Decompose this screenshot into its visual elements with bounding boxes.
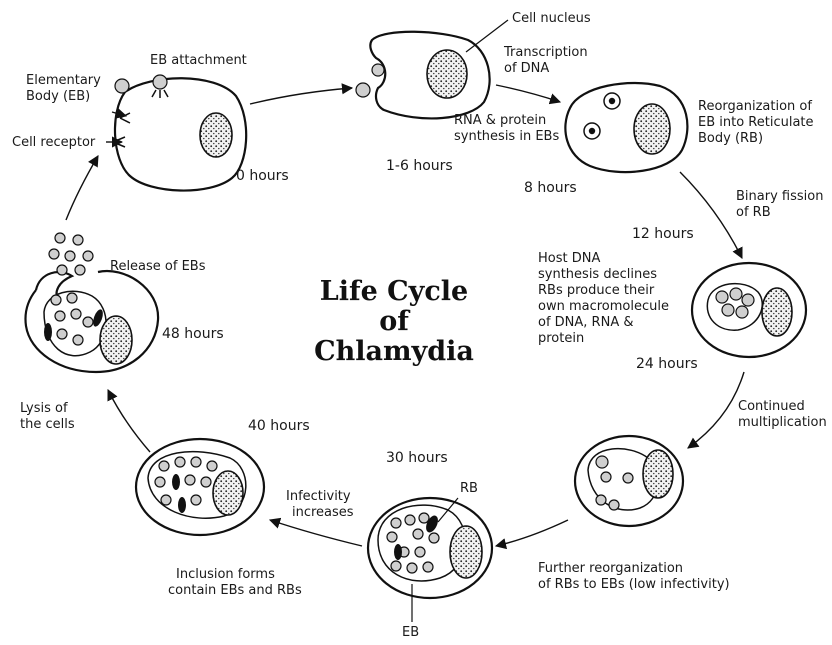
arrow-icon: [270, 520, 362, 546]
label-host-dna-3: RBs produce their: [538, 283, 655, 298]
time-1-6-hours: 1-6 hours: [386, 158, 453, 174]
label-host-dna-1: Host DNA: [538, 251, 600, 266]
label-further-reorg-1: Further reorganization: [538, 561, 683, 576]
label-binary-fission-2: of RB: [736, 205, 771, 220]
label-elementary-body-1: Elementary: [26, 73, 101, 88]
stage-1-cell: [356, 32, 490, 119]
time-30-hours: 30 hours: [386, 450, 448, 466]
arrow-icon: [66, 156, 98, 220]
label-continued-2: multiplication: [738, 415, 827, 430]
label-reorganization-1: Reorganization of: [698, 99, 812, 114]
time-48-hours: 48 hours: [162, 326, 224, 342]
stage-24-cell: [692, 263, 806, 357]
arrow-icon: [496, 85, 560, 102]
nucleus-icon: [450, 526, 482, 578]
title-line-2: of: [379, 306, 411, 337]
elementary-body-icon: [153, 75, 167, 89]
label-host-dna-5: of DNA, RNA &: [538, 315, 633, 330]
label-inclusion-1: Inclusion forms: [176, 567, 275, 582]
label-transcription-1: Transcription: [503, 45, 588, 60]
time-8-hours: 8 hours: [524, 180, 577, 196]
label-eb: EB: [402, 625, 419, 640]
nucleus-icon: [213, 471, 243, 515]
stage-1-nucleus-icon: [427, 50, 467, 98]
arrow-icon: [250, 88, 352, 104]
label-reorganization-2: EB into Reticulate: [698, 115, 814, 130]
label-inclusion-2: contain EBs and RBs: [168, 583, 302, 598]
label-rb: RB: [460, 481, 478, 496]
stage-48-cell: [25, 233, 158, 372]
label-host-dna-2: synthesis declines: [538, 267, 657, 282]
label-infectivity-1: Infectivity: [286, 489, 351, 504]
nucleus-icon: [100, 316, 132, 364]
stage-8-cell: [565, 83, 687, 172]
nucleus-icon: [643, 450, 673, 498]
label-binary-fission-1: Binary fission: [736, 189, 823, 204]
stage-24-nucleus-icon: [762, 288, 792, 336]
stage-30-right-cell: [575, 436, 683, 526]
stage-0-nucleus-icon: [200, 113, 232, 157]
label-eb-attachment: EB attachment: [150, 53, 247, 68]
diagram-title: Life Cycle of Chlamydia: [314, 276, 474, 367]
label-rna-protein-2: synthesis in EBs: [454, 129, 559, 144]
label-lysis-2: the cells: [20, 417, 75, 432]
label-infectivity-2: increases: [292, 505, 354, 520]
stage-0-cell: [113, 75, 246, 191]
label-rna-protein-1: RNA & protein: [454, 113, 546, 128]
label-reorganization-3: Body (RB): [698, 131, 763, 146]
label-continued-1: Continued: [738, 399, 805, 414]
label-further-reorg-2: of RBs to EBs (low infectivity): [538, 577, 730, 592]
arrow-icon: [496, 520, 568, 546]
arrow-icon: [108, 390, 150, 452]
time-40-hours: 40 hours: [248, 418, 310, 434]
stage-40-cell: [136, 439, 264, 535]
label-release: Release of EBs: [110, 259, 206, 274]
label-cell-receptor: Cell receptor: [12, 135, 96, 150]
released-ebs: [49, 233, 93, 275]
label-host-dna-6: protein: [538, 331, 584, 346]
label-cell-nucleus: Cell nucleus: [512, 11, 591, 26]
label-elementary-body-2: Body (EB): [26, 89, 90, 104]
title-line-3: Chlamydia: [314, 336, 474, 367]
label-lysis-1: Lysis of: [20, 401, 68, 416]
elementary-body-icon: [356, 83, 370, 97]
arrow-icon: [688, 372, 744, 448]
label-host-dna-4: own macromolecule: [538, 299, 669, 314]
label-transcription-2: of DNA: [504, 61, 549, 76]
time-12-hours: 12 hours: [632, 226, 694, 242]
arrow-icon: [680, 172, 742, 258]
stage-30-cell: [368, 498, 492, 622]
time-0-hours: 0 hours: [236, 168, 289, 184]
elementary-body-icon: [115, 79, 129, 93]
time-24-hours: 24 hours: [636, 356, 698, 372]
stage-8-nucleus-icon: [634, 104, 670, 154]
elementary-body-icon: [372, 64, 384, 76]
title-line-1: Life Cycle: [320, 276, 469, 307]
